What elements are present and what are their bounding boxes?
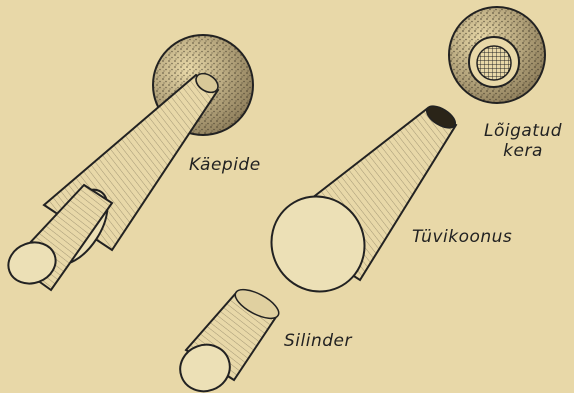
label-loigatud-kera: Lõigatud kera	[484, 121, 562, 161]
cylinder	[174, 284, 283, 393]
label-kaepide: Käepide	[189, 155, 261, 175]
label-loigatud-line1: Lõigatud	[484, 121, 562, 141]
truncated-cone	[254, 102, 459, 309]
label-silinder: Silinder	[284, 331, 352, 351]
cut-sphere	[449, 7, 545, 103]
label-loigatud-line2: kera	[484, 141, 562, 161]
label-tuvikoonus: Tüvikoonus	[412, 227, 512, 247]
cut-sphere-grid	[477, 46, 511, 80]
